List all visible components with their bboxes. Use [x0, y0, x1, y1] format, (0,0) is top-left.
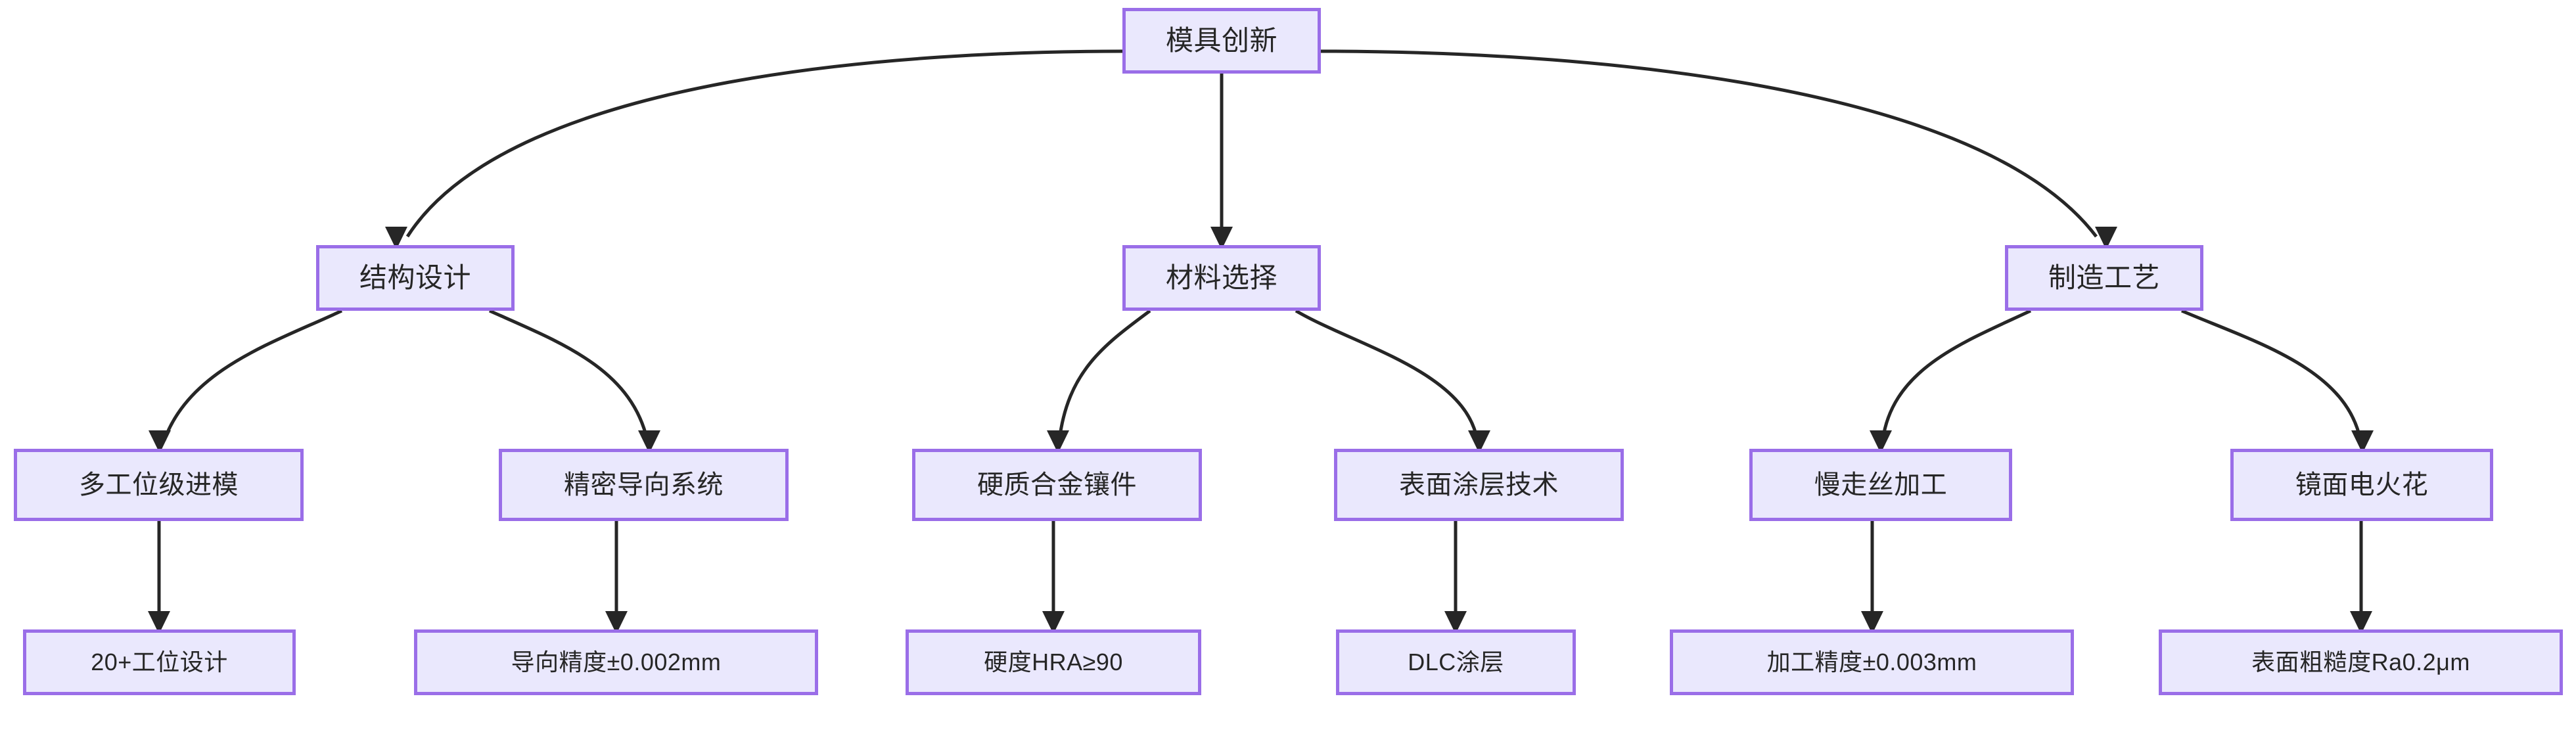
node-label: 材料选择 — [1165, 262, 1277, 293]
node-label: 导向精度±0.002mm — [511, 649, 722, 676]
node-label: 结构设计 — [359, 262, 471, 293]
node-c6[interactable]: 镜面电火花 — [2230, 449, 2493, 521]
node-c4[interactable]: 表面涂层技术 — [1334, 449, 1624, 521]
node-label: 表面涂层技术 — [1399, 470, 1559, 499]
node-label: 精密导向系统 — [564, 470, 724, 499]
edge-b1-to-c1 — [162, 309, 343, 441]
node-root[interactable]: 模具创新 — [1122, 8, 1321, 74]
edge-b2-to-c3 — [1057, 309, 1151, 441]
node-label: 多工位级进模 — [79, 470, 239, 499]
node-d4[interactable]: DLC涂层 — [1336, 629, 1576, 695]
node-label: 模具创新 — [1165, 24, 1277, 56]
node-b2[interactable]: 材料选择 — [1122, 245, 1321, 311]
edge-root-to-b1 — [405, 49, 1123, 238]
node-label: 硬度HRA≥90 — [984, 649, 1123, 676]
node-d1[interactable]: 20+工位设计 — [23, 629, 296, 695]
node-d2[interactable]: 导向精度±0.002mm — [414, 629, 818, 695]
node-c3[interactable]: 硬质合金镶件 — [912, 449, 1202, 521]
edge-b3-to-c6 — [2181, 309, 2362, 441]
edge-b2-to-c4 — [1295, 309, 1479, 441]
node-label: 镜面电火花 — [2295, 470, 2429, 499]
node-b1[interactable]: 结构设计 — [316, 245, 515, 311]
node-d5[interactable]: 加工精度±0.003mm — [1670, 629, 2074, 695]
node-label: 慢走丝加工 — [1814, 470, 1948, 499]
node-d6[interactable]: 表面粗糙度Ra0.2μm — [2159, 629, 2563, 695]
node-b3[interactable]: 制造工艺 — [2005, 245, 2203, 311]
node-label: DLC涂层 — [1408, 649, 1504, 676]
edge-root-to-b3 — [1320, 49, 2098, 238]
node-c5[interactable]: 慢走丝加工 — [1749, 449, 2012, 521]
node-c1[interactable]: 多工位级进模 — [14, 449, 304, 521]
edge-b1-to-c2 — [488, 309, 649, 441]
node-c2[interactable]: 精密导向系统 — [499, 449, 789, 521]
node-label: 硬质合金镶件 — [977, 470, 1137, 499]
node-label: 制造工艺 — [2048, 262, 2160, 293]
node-d3[interactable]: 硬度HRA≥90 — [906, 629, 1201, 695]
node-label: 20+工位设计 — [91, 649, 228, 676]
edge-b3-to-c5 — [1881, 309, 2032, 441]
node-label: 加工精度±0.003mm — [1766, 649, 1977, 676]
node-label: 表面粗糙度Ra0.2μm — [2251, 649, 2470, 676]
